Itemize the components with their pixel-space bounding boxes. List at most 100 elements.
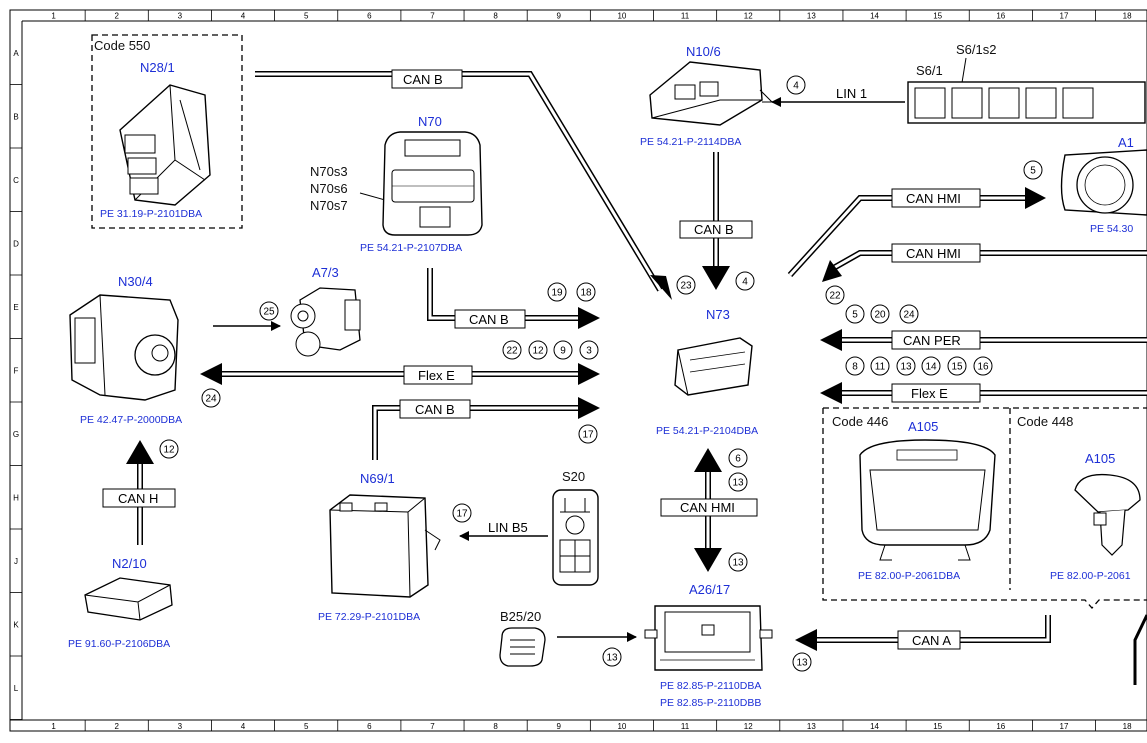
grid-column-label: 5 [304, 12, 309, 21]
n70-ref: PE 54.21-P-2107DBA [360, 242, 462, 254]
svg-text:13: 13 [732, 558, 744, 569]
a26-17-ref-b: PE 82.85-P-2110DBB [660, 697, 761, 709]
s6-1-switch-block-icon [907, 81, 1146, 124]
grid-column-label: 8 [493, 722, 498, 731]
svg-text:3: 3 [586, 346, 592, 357]
svg-text:16: 16 [977, 362, 989, 373]
n30-4-abs-unit-icon [69, 294, 179, 401]
svg-text:4: 4 [742, 277, 748, 288]
grid-column-label: 5 [304, 722, 309, 731]
flex-e-right-label: Flex E [911, 386, 948, 401]
marker-m11: 11 [870, 356, 890, 376]
marker-m25: 25 [259, 301, 279, 321]
grid-row-label: A [13, 49, 19, 58]
flex-e-left-label: Flex E [418, 368, 455, 383]
a26-17-unit-icon [644, 605, 773, 671]
can-h-label: CAN H [118, 491, 158, 506]
grid-column-label: 8 [493, 12, 498, 21]
grid-column-label: 13 [807, 722, 816, 731]
code-446-448-box [822, 407, 1147, 609]
svg-text:13: 13 [732, 478, 744, 489]
grid-column-label: 4 [241, 722, 246, 731]
svg-text:23: 23 [680, 281, 692, 292]
code-446-label: Code 446 [832, 414, 888, 429]
marker-m6: 6 [728, 448, 748, 468]
marker-m5b: 5 [845, 304, 865, 324]
svg-text:8: 8 [852, 362, 858, 373]
marker-m3: 3 [579, 340, 599, 360]
svg-text:4: 4 [793, 81, 799, 92]
n10-6-ref: PE 54.21-P-2114DBA [640, 136, 741, 148]
svg-text:22: 22 [829, 291, 841, 302]
grid-column-label: 18 [1123, 722, 1132, 731]
svg-text:18: 18 [580, 288, 592, 299]
marker-m17a: 17 [578, 424, 598, 444]
grid-column-label: 17 [1060, 12, 1069, 21]
grid-column-label: 6 [367, 722, 372, 731]
can-b-vertical-label: CAN B [694, 222, 734, 237]
code-550-box [91, 34, 243, 229]
grid-row-label: H [13, 493, 19, 502]
n70s7-label: N70s7 [310, 198, 348, 213]
n2-10-ref: PE 91.60-P-2106DBA [68, 638, 170, 650]
n73-module-icon [674, 337, 753, 396]
marker-m13b: 13 [728, 472, 748, 492]
grid-column-label: 12 [744, 722, 753, 731]
svg-text:5: 5 [1030, 166, 1036, 177]
svg-text:11: 11 [875, 362, 886, 373]
n10-6-module-icon [649, 61, 774, 126]
n69-1-ref: PE 72.29-P-2101DBA [318, 611, 420, 623]
grid-column-label: 2 [114, 722, 119, 731]
can-hmi-lower-label: CAN HMI [680, 500, 735, 515]
grid-column-label: 6 [367, 12, 372, 21]
grid-column-label: 3 [178, 12, 183, 21]
svg-text:17: 17 [456, 509, 468, 520]
a105-446-panel-icon [859, 439, 996, 561]
grid-column-label: 11 [681, 722, 690, 731]
svg-text:6: 6 [735, 454, 741, 465]
drawing-frame: 1122334455667788991010111112121313141415… [9, 9, 1147, 732]
n30-4-label: N30/4 [118, 274, 153, 289]
svg-text:5: 5 [852, 310, 858, 321]
grid-column-label: 12 [744, 12, 753, 21]
a1-ref: PE 54.30 [1090, 223, 1133, 235]
svg-text:24: 24 [903, 310, 915, 321]
grid-column-label: 15 [933, 722, 942, 731]
grid-column-label: 16 [996, 12, 1005, 21]
n73-label: N73 [706, 307, 730, 322]
a105-446-label: A105 [908, 419, 938, 434]
svg-text:25: 25 [263, 307, 275, 318]
svg-text:17: 17 [582, 430, 594, 441]
marker-m13a: 13 [896, 356, 916, 376]
marker-m14: 14 [921, 356, 941, 376]
grid-column-label: 10 [617, 12, 626, 21]
n28-1-label: N28/1 [140, 60, 175, 75]
marker-m12a: 12 [159, 439, 179, 459]
grid-column-label: 15 [933, 12, 942, 21]
can-per-label: CAN PER [903, 333, 961, 348]
marker-m9: 9 [553, 340, 573, 360]
a7-3-label: A7/3 [312, 265, 339, 280]
grid-row-label: K [13, 620, 19, 629]
s6-1-label: S6/1 [916, 63, 943, 78]
marker-m13d: 13 [602, 647, 622, 667]
n10-6-label: N10/6 [686, 44, 721, 59]
can-b-e-label: CAN B [469, 312, 509, 327]
n28-1-ref: PE 31.19-P-2101DBA [100, 208, 202, 220]
grid-column-label: 14 [870, 12, 879, 21]
svg-text:14: 14 [925, 362, 937, 373]
a26-17-ref-a: PE 82.85-P-2110DBA [660, 680, 761, 692]
marker-m13c: 13 [728, 552, 748, 572]
svg-text:15: 15 [951, 362, 963, 373]
can-a-label: CAN A [912, 633, 951, 648]
svg-text:12: 12 [532, 346, 544, 357]
s20-label: S20 [562, 469, 585, 484]
marker-m15: 15 [947, 356, 967, 376]
grid-column-label: 4 [241, 12, 246, 21]
a105-446-ref: PE 82.00-P-2061DBA [858, 570, 960, 582]
s6-1s2-label: S6/1s2 [956, 42, 996, 57]
can-hmi-2-label: CAN HMI [906, 246, 961, 261]
grid-column-label: 16 [996, 722, 1005, 731]
marker-m13e: 13 [792, 652, 812, 672]
